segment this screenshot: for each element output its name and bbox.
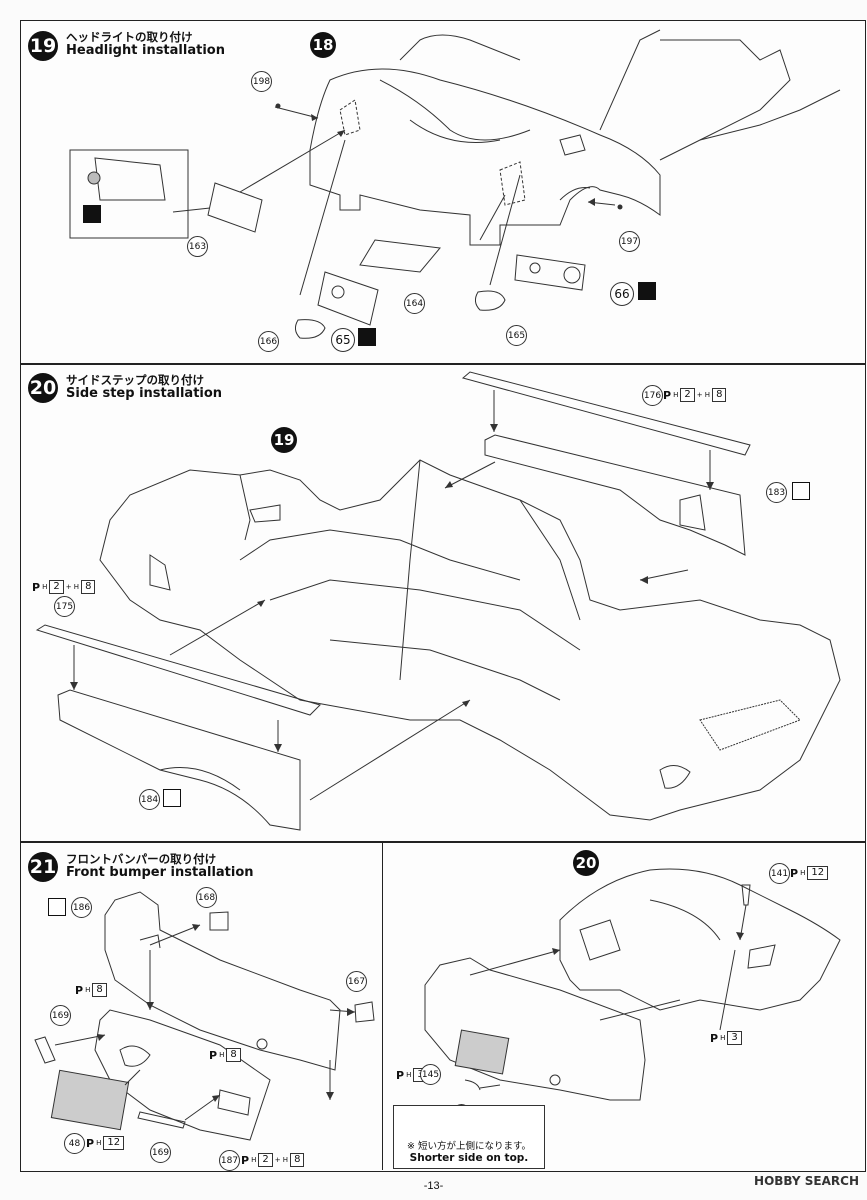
part-169-callout: 169 [150,1142,171,1163]
ph-175-value-1: 2 [49,580,64,594]
paint-icon [163,789,181,807]
step-20-title-en: Side step installation [66,386,223,401]
paint-icon [358,328,376,346]
part-165-callout: 165 [506,325,527,346]
ph-8b-value: 8 [226,1048,241,1062]
part-65-callout: 65 [331,328,355,352]
ph-187-value-2: 8 [290,1153,305,1167]
part-198-callout: 198 [251,71,272,92]
orientation-note: ※ 短い方が上側になります。 Shorter side on top. [393,1105,545,1169]
paint-icon [792,482,810,500]
step-19-title-en: Headlight installation [66,43,225,58]
part-166-callout: 166 [258,331,279,352]
ph-12-value: 12 [103,1136,125,1150]
part-197-callout: 197 [619,231,640,252]
part-66-callout: 66 [610,282,634,306]
ph-141-value: 12 [807,866,829,880]
part-183-callout: 183 [766,482,787,503]
paint-icon [48,898,66,916]
step-21-title-en: Front bumper installation [66,865,254,880]
subassembly-19-marker: 19 [271,427,297,453]
page-number: -13- [423,1180,444,1192]
ph-8a-value: 8 [92,983,107,997]
step-19-title-jp: ヘッドライトの取り付け [66,30,193,44]
paint-icon [83,205,101,223]
part-167-callout: 167 [346,971,367,992]
subassembly-20-marker: 20 [573,850,599,876]
step-19-panel [20,20,866,364]
subassembly-18-marker: 18 [310,32,336,58]
part-48-callout: 48 [64,1133,85,1154]
part-176-callout: 176 [642,385,663,406]
step-19-number: 19 [28,31,58,61]
step-20-title-jp: サイドステップの取り付け [66,373,204,387]
ph-176-value-2: 8 [712,388,727,402]
step-20-panel [20,364,866,842]
part-184-callout: 184 [139,789,160,810]
paint-icon [638,282,656,300]
part-187-callout: 187 [219,1150,240,1171]
ph-175-value-2: 8 [81,580,96,594]
part-175-callout: 175 [54,596,75,617]
note-text-jp: ※ 短い方が上側になります。 [406,1141,532,1152]
watermark-text: HOBBY SEARCH [754,1174,859,1188]
ph-187-value-1: 2 [258,1153,273,1167]
part-164-callout: 164 [404,293,425,314]
step-21-number: 21 [28,852,58,882]
ph-3a-value: 3 [727,1031,742,1045]
step-21-title-jp: フロントバンパーの取り付け [66,852,217,866]
part-163-callout: 163 [187,236,208,257]
part-186-callout: 186 [71,897,92,918]
part-169-callout: 169 [50,1005,71,1026]
part-141-callout: 141 [769,863,790,884]
step-21-divider [382,842,383,1170]
ph-176-value-1: 2 [680,388,695,402]
note-text-en: Shorter side on top. [409,1152,529,1164]
part-145-callout: 145 [420,1064,441,1085]
part-168-callout: 168 [196,887,217,908]
step-20-number: 20 [28,373,58,403]
